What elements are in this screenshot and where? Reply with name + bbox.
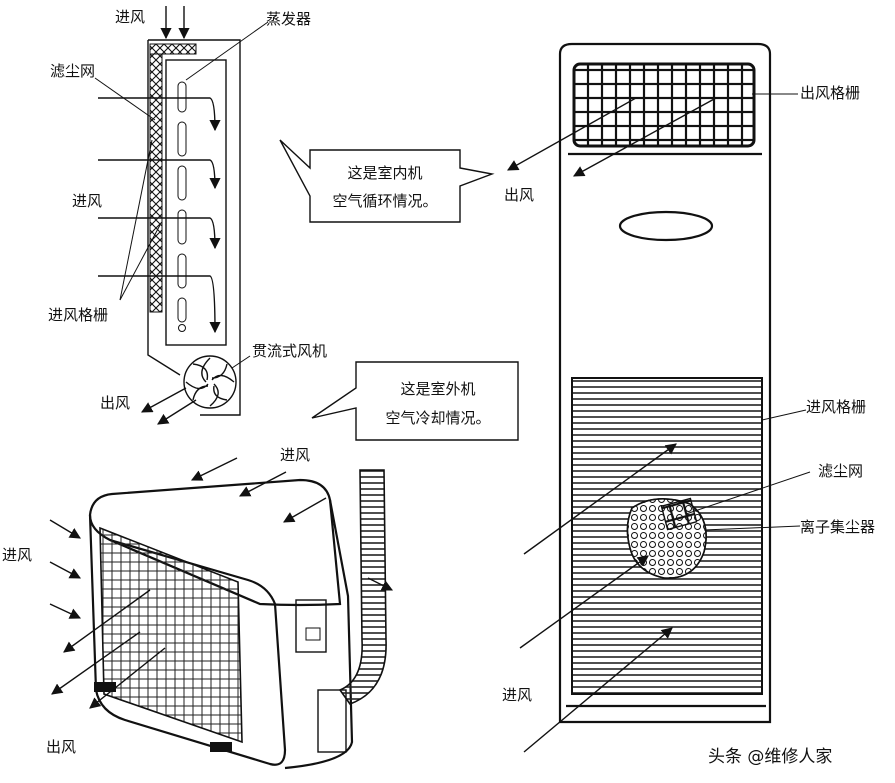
evaporator-coils	[177, 81, 187, 332]
crossflow-fan-label: 贯流式风机	[252, 342, 327, 360]
outdoor-callout-bubble	[311, 361, 519, 441]
outdoor-intake-left-label: 进风	[2, 546, 32, 564]
indoor-intake-top-label: 进风	[115, 8, 145, 26]
indoor-callout-line1: 这是室内机	[347, 164, 422, 182]
watermark: 头条 @维修人家	[708, 747, 832, 767]
cabinet-filter-label: 滤尘网	[818, 462, 863, 480]
indoor-filter-label: 滤尘网	[50, 62, 95, 80]
outdoor-intake-top-label: 进风	[280, 446, 310, 464]
cabinet-unit	[507, 42, 811, 753]
outdoor-unit	[49, 457, 394, 770]
crossflow-fan-icon	[183, 355, 237, 409]
cabinet-intake-label: 进风	[502, 686, 532, 704]
indoor-outlet-label: 出风	[100, 394, 130, 412]
cabinet-intake-grille-label: 进风格栅	[806, 398, 866, 416]
indoor-callout-line2: 空气循环情况。	[332, 192, 437, 210]
outdoor-callout-line2: 空气冷却情况。	[385, 409, 490, 427]
outdoor-callout-line1: 这是室外机	[400, 380, 475, 398]
cabinet-outlet-label: 出风	[504, 186, 534, 204]
indoor-callout-bubble	[279, 139, 495, 223]
outlet-grille-label: 出风格栅	[800, 84, 860, 102]
indoor-unit-section	[94, 6, 269, 425]
outdoor-outlet-label: 出风	[46, 738, 76, 756]
indoor-intake-side-label: 进风	[72, 192, 102, 210]
ion-collector-label: 离子集尘器	[800, 518, 875, 536]
evaporator-label: 蒸发器	[266, 10, 311, 28]
indoor-intake-grille-label: 进风格栅	[48, 306, 108, 324]
